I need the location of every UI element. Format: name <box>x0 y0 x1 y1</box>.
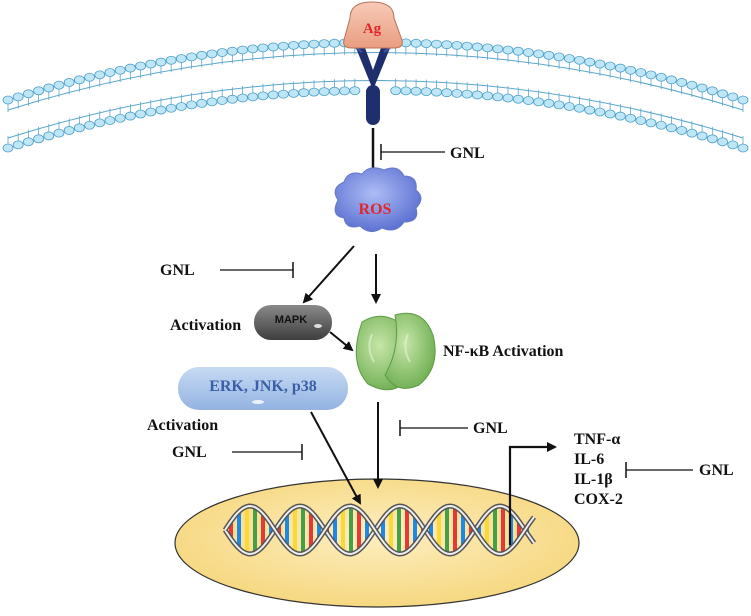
nfkb-dimer <box>355 312 436 391</box>
mapk-activation-label: Activation <box>170 317 241 334</box>
erk-jnk-p38-node: ERK, JNK, p38 <box>178 367 348 410</box>
cell-membrane <box>2 38 749 153</box>
gnl-label: GNL <box>160 262 195 279</box>
erk-label: ERK, JNK, p38 <box>209 378 317 395</box>
mapk-node: MAPK <box>254 305 332 340</box>
nfkb-activation-label: NF-κB Activation <box>443 343 564 360</box>
mapk-label: MAPK <box>275 314 307 326</box>
dna-helix <box>222 503 537 557</box>
gnl-label: GNL <box>172 444 207 461</box>
inhibitor-nfkb: GNL <box>399 420 508 437</box>
inhibitor-erk: GNL <box>172 444 303 461</box>
arrow-mapk-to-nfkb <box>329 331 354 352</box>
antigen: Ag <box>343 1 403 49</box>
arrow-transcription <box>508 442 557 545</box>
cytokine-item: IL-6 <box>574 451 604 468</box>
ros-cloud: ROS <box>334 167 422 232</box>
antigen-label: Ag <box>363 21 382 37</box>
receptor <box>355 45 391 125</box>
ros-label: ROS <box>359 201 392 218</box>
inhibitor-receptor: GNL <box>380 144 485 162</box>
cytokine-item: COX-2 <box>574 491 623 508</box>
cytokine-item: TNF-α <box>574 431 620 448</box>
gnl-label: GNL <box>699 462 734 479</box>
arrow-erk-to-dna <box>310 411 361 505</box>
inhibitor-cytokines: GNL <box>625 462 734 479</box>
erk-activation-label: Activation <box>147 417 218 434</box>
inhibitor-mapk: GNL <box>160 262 294 279</box>
cytokine-list: TNF-α IL-6 IL-1β COX-2 <box>574 431 623 508</box>
cytokine-item: IL-1β <box>574 471 613 488</box>
gnl-label: GNL <box>450 145 485 162</box>
gnl-label: GNL <box>473 420 508 437</box>
arrow-ros-to-mapk <box>302 245 355 304</box>
